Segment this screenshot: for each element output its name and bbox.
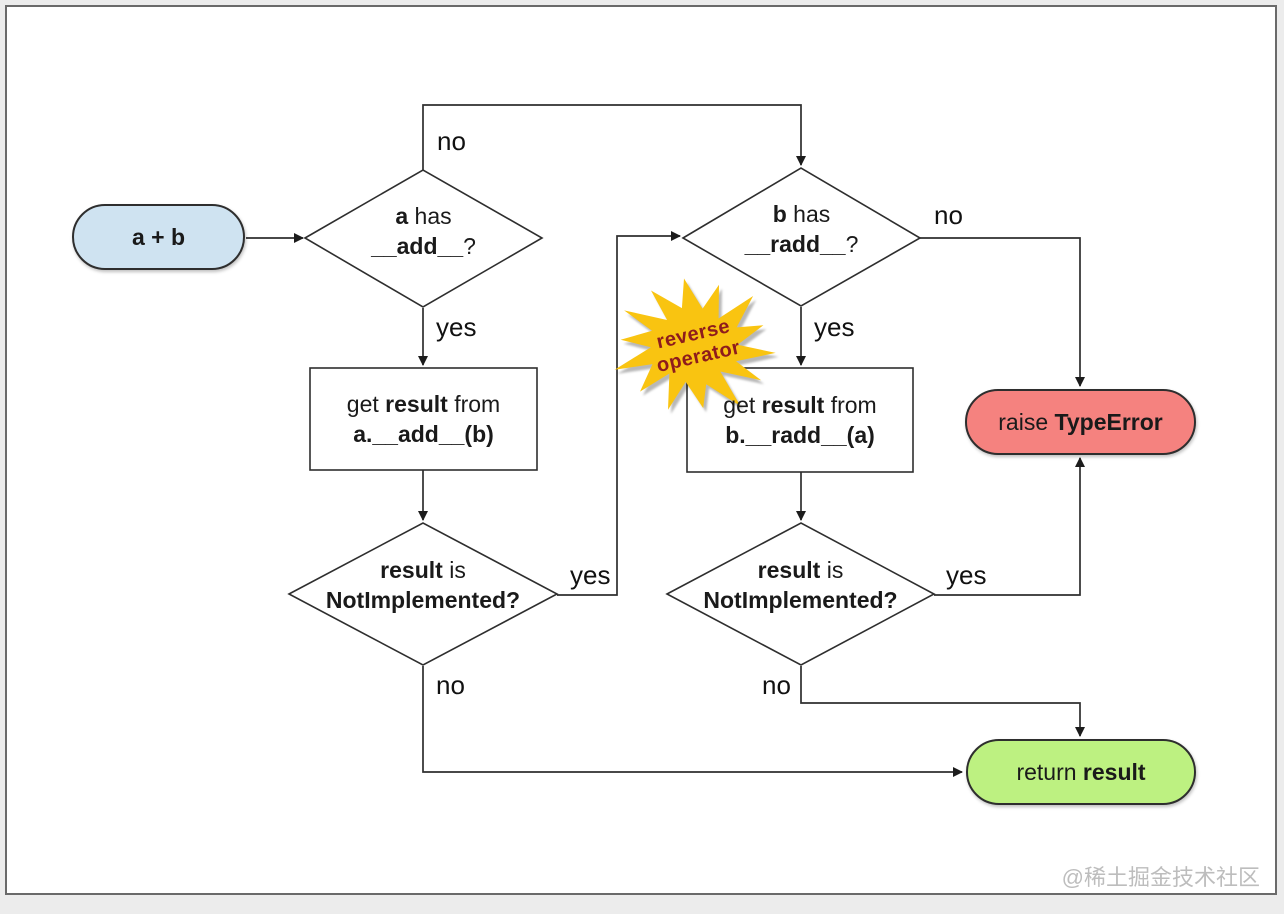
raise-typeerror-node: raise TypeError — [965, 389, 1196, 455]
edge-label-yes-left-notimpl: yes — [570, 560, 611, 590]
edge-label-yes-add: yes — [436, 312, 477, 342]
edge-label-yes-radd: yes — [814, 312, 855, 342]
edge-rightnotimpl-yes-to-raise — [934, 457, 1085, 596]
edge-label-yes-right-notimpl: yes — [946, 560, 987, 590]
edge-leftnotimpl-no-to-return — [422, 666, 963, 777]
right-notimplemented-label: result is NotImplemented? — [703, 557, 898, 613]
starburst-shape — [614, 278, 776, 410]
edge-rightnotimpl-no-to-return — [800, 666, 1085, 737]
has-radd-decision — [681, 167, 922, 307]
return-result-node: return result — [966, 739, 1196, 805]
edge-label-no-top: no — [437, 126, 466, 156]
get-add-result-process — [309, 367, 538, 471]
has-radd-decision-label: b has __radd__? — [744, 201, 859, 257]
left-notimplemented-label: result is NotImplemented? — [325, 557, 521, 613]
right-notimplemented-decision — [665, 522, 936, 666]
edge-leftnotimpl-yes-to-hasradd — [557, 231, 681, 596]
has-add-decision — [303, 169, 544, 308]
start-node: a + b — [72, 204, 245, 270]
return-result-label: return result — [1016, 758, 1146, 785]
edge-label-no-right-notimpl: no — [762, 670, 791, 700]
edge-label-no-radd: no — [934, 200, 963, 230]
watermark: @稀土掘金技术社区 — [1061, 865, 1260, 890]
edge-hasradd-no-to-raise — [920, 237, 1085, 387]
get-radd-result-label: get result from b.__radd__(a) — [723, 392, 877, 448]
edge-hasadd-no-to-hasradd — [422, 104, 806, 170]
has-add-decision-label: a has __add__? — [371, 203, 476, 259]
edge-label-no-left-notimpl: no — [436, 670, 465, 700]
raise-typeerror-label: raise TypeError — [998, 408, 1163, 435]
left-notimplemented-decision — [287, 522, 559, 666]
get-add-result-label: get result from a.__add__(b) — [346, 391, 501, 447]
start-node-label: a + b — [131, 223, 186, 250]
